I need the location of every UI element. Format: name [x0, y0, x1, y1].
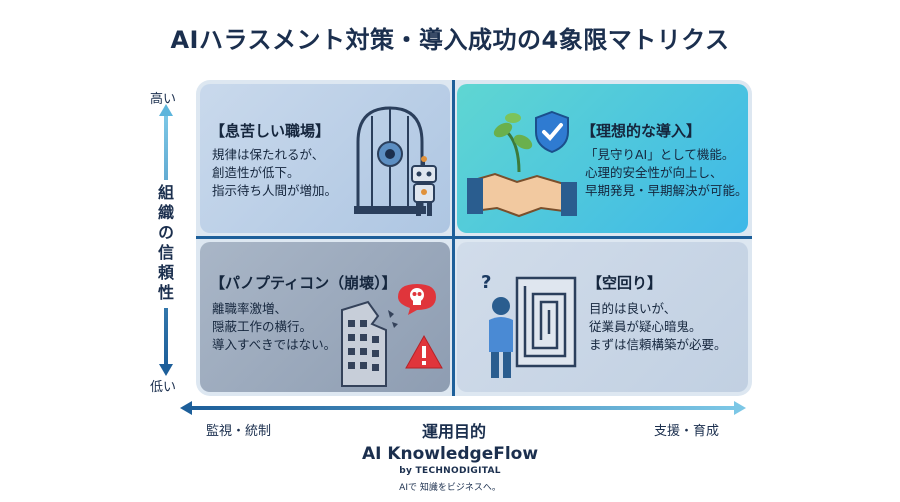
- brand-byline: by TECHNODIGITAL: [399, 466, 501, 476]
- shield-check-icon: [535, 110, 569, 154]
- quadrant-ideal: 【理想的な導入】 「見守りAI」として機能。 心理的安全性が向上し、 早期発見・…: [457, 84, 748, 233]
- handshake-icon: [467, 113, 577, 218]
- warning-icon: [405, 334, 443, 369]
- birdcage-icon: [354, 106, 426, 214]
- quadrant-title: 【息苦しい職場】: [210, 122, 331, 140]
- y-axis-label: 組織の信頼性: [152, 180, 176, 308]
- confused-person-icon: ?: [481, 272, 513, 378]
- quadrant-title: 【パノプティコン（崩壊）】: [210, 274, 397, 292]
- maze-icon: [515, 276, 577, 368]
- quadrant-description: 規律は保たれるが、 創造性が低下。 指示待ち人間が増加。: [212, 147, 338, 198]
- quadrant-suffocating: 【息苦しい職場】 規律は保たれるが、 創造性が低下。 指示待ち人間が増加。: [200, 84, 450, 233]
- horizontal-divider: [196, 236, 752, 239]
- skull-speech-icon: [398, 284, 436, 315]
- quadrant-description: 「見守りAI」として機能。 心理的安全性が向上し、 早期発見・早期解決が可能。: [585, 147, 748, 198]
- quadrant-description: 目的は良いが、 従業員が疑心暗鬼。 まずは信頼構築が必要。: [589, 301, 727, 352]
- x-axis-arrow: [180, 401, 746, 415]
- x-axis-label: 運用目的: [422, 422, 487, 441]
- y-axis-low-label: 低い: [150, 380, 177, 395]
- brand-logo-text: AI KnowledgeFlow: [361, 444, 539, 464]
- brand-tagline: AIで 知識をビジネスへ。: [399, 483, 501, 493]
- quadrant-spinning-wheels: ? 【空回り】 目的は良いが、 従業員が疑心暗鬼。 まずは信頼構築が必要。: [457, 242, 748, 392]
- crumbling-building-icon: [341, 300, 398, 387]
- quadrant-description: 離職率激増、 隠蔽工作の横行。 導入すべきではない。: [212, 301, 337, 352]
- quadrant-panopticon: 【パノプティコン（崩壊）】 離職率激増、 隠蔽工作の横行。 導入すべきではない。: [200, 242, 450, 392]
- page-title: AIハラスメント対策・導入成功の4象限マトリクス: [170, 26, 730, 54]
- svg-text:?: ?: [481, 272, 491, 293]
- x-axis-left-label: 監視・統制: [206, 424, 272, 439]
- y-axis-high-label: 高い: [150, 92, 177, 107]
- quadrant-title: 【理想的な導入】: [581, 122, 702, 140]
- quadrant-title: 【空回り】: [587, 274, 663, 292]
- robot-icon: [411, 156, 437, 216]
- x-axis-right-label: 支援・育成: [654, 424, 720, 439]
